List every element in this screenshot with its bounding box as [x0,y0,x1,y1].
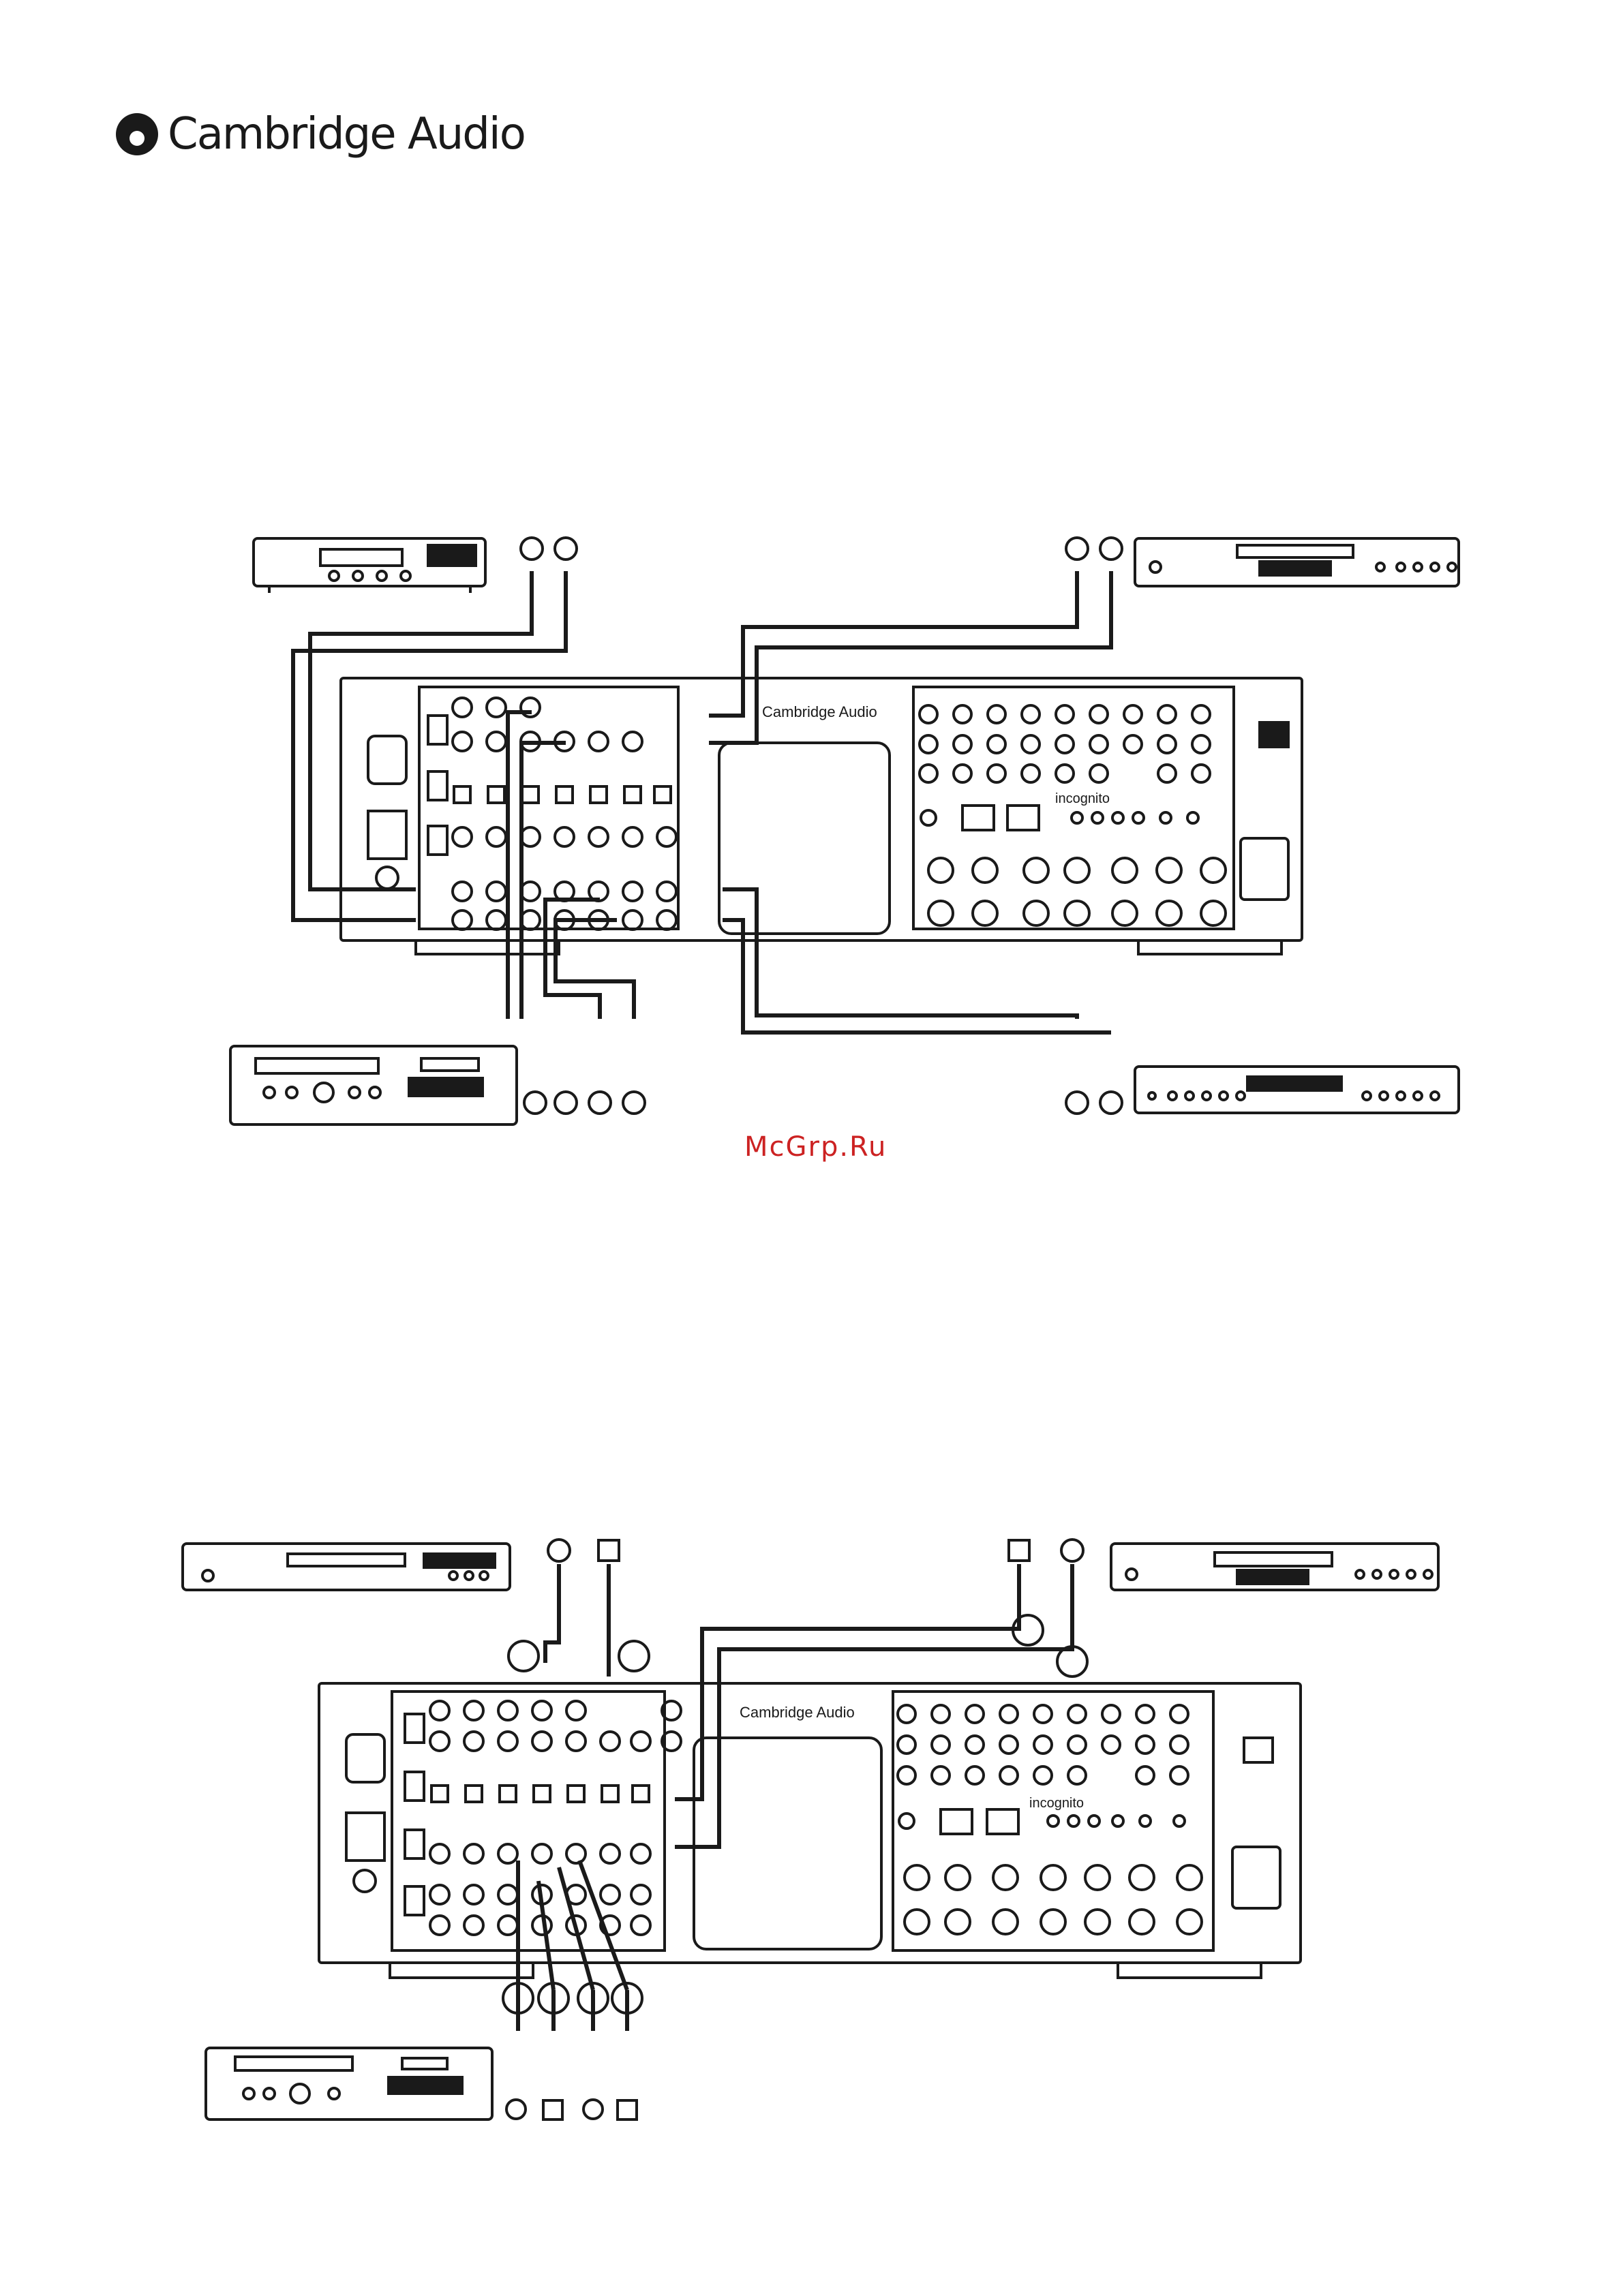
receiver-rear-panel-2 [319,1683,1301,1978]
source-device-top-right [1135,538,1459,586]
network-label: incognito [1055,791,1110,806]
analog-connection-diagram: Cambridge Audio incognito [0,518,1623,1145]
digital-connection-diagram: Cambridge Audio incognito [0,1513,1623,2140]
digital-source-bottom-left [206,2048,492,2119]
cambridge-audio-logo-icon [116,113,158,155]
digital-jacks [503,1540,1087,2119]
digital-source-top-right [1111,1544,1438,1590]
source-device-bottom-left [230,1046,517,1124]
watermark: McGrp.Ru [744,1131,887,1163]
panel-brand-label: Cambridge Audio [762,703,877,720]
panel-brand-label-2: Cambridge Audio [740,1704,855,1721]
rca-jacks [521,538,1122,1114]
digital-source-top-left [183,1544,510,1590]
rca-cables [293,571,1111,1032]
brand-logo: Cambridge Audio [116,109,525,159]
brand-name: Cambridge Audio [168,109,525,159]
source-device-bottom-right [1135,1067,1459,1113]
source-device-top-left [254,538,485,593]
network-label-2: incognito [1029,1796,1084,1811]
